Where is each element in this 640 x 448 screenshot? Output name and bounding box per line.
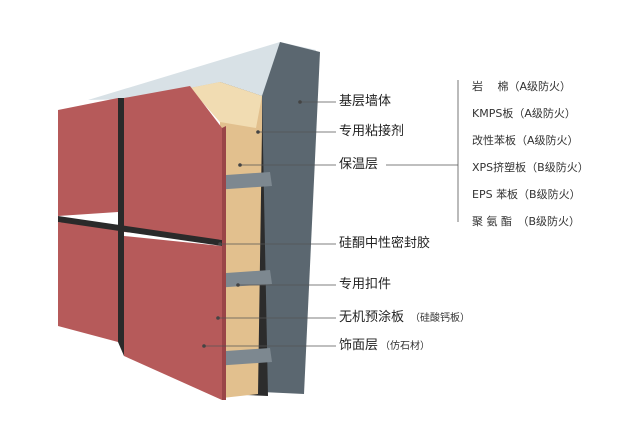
leader-dot: [218, 242, 222, 246]
leader-dot: [202, 344, 206, 348]
panel-bottom-right: [124, 236, 222, 400]
label-finish-note: （仿石材）: [380, 341, 430, 352]
label-board: 无机预涂板: [339, 310, 405, 325]
option-modified-eps: 改性苯板（A级防火）: [472, 134, 579, 147]
fastener-brackets: [212, 172, 272, 366]
label-finish: 饰面层: [339, 338, 379, 353]
option-eps: EPS 苯板（B级防火）: [472, 188, 581, 201]
panel-top-left: [58, 98, 118, 216]
option-kmps: KMPS板（A级防火）: [472, 107, 576, 120]
leader-dots: [202, 100, 302, 348]
leader-dot: [216, 316, 220, 320]
leader-dot: [238, 163, 242, 167]
insulation-top-face: [190, 82, 262, 128]
fastener-bracket: [212, 270, 272, 288]
panel-top-right: [124, 86, 222, 240]
finish-panels: [58, 86, 226, 400]
label-base-wall: 基层墙体: [339, 94, 392, 109]
option-polyurethane: 聚 氨 酯 （B级防火）: [472, 215, 581, 228]
leader-lines: [204, 80, 459, 347]
label-adhesive: 专用粘接剂: [339, 124, 405, 139]
label-sealant: 硅酮中性密封胶: [339, 236, 431, 251]
fastener-bracket: [212, 172, 272, 190]
option-xps: XPS挤塑板（B级防火）: [472, 161, 589, 174]
label-fastener: 专用扣件: [339, 277, 392, 292]
sealant-joint-horizontal: [58, 216, 222, 246]
label-insulation: 保温层: [339, 157, 379, 172]
leader-dot: [298, 100, 302, 104]
leader-dot: [236, 283, 240, 287]
leader-dot: [256, 130, 260, 134]
panel-edge: [222, 126, 226, 400]
label-board-note: （硅酸钙板）: [410, 313, 470, 324]
base-wall-front: [262, 42, 320, 394]
option-rock-wool: 岩 棉（A级防火）: [472, 80, 572, 93]
fastener-bracket: [212, 348, 272, 366]
panel-bottom-left: [58, 222, 118, 342]
